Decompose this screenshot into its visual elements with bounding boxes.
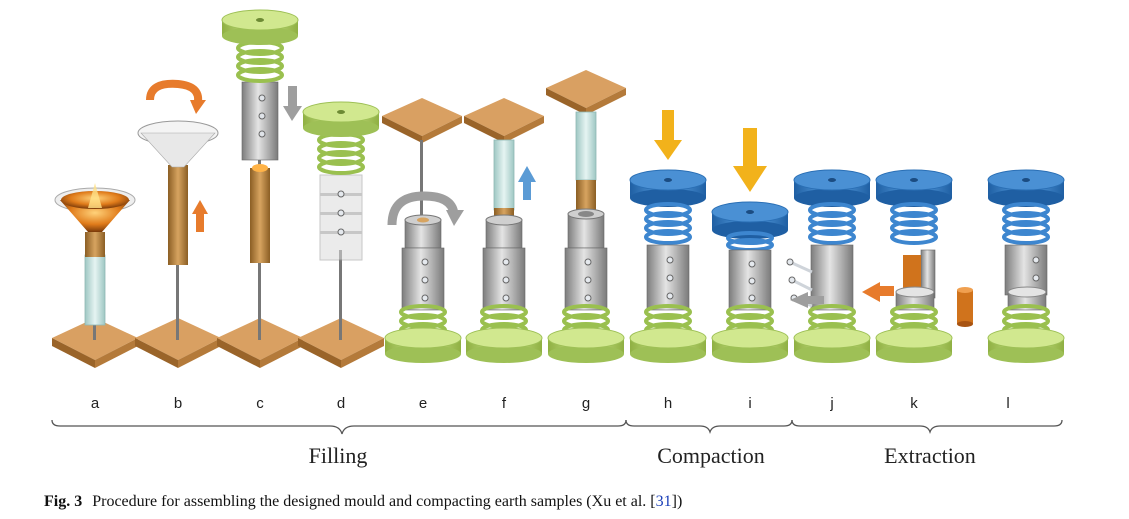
- green-cap: [221, 9, 299, 45]
- down-arrow-icon: [733, 128, 767, 192]
- green-spring: [236, 40, 284, 83]
- green-base: [875, 327, 953, 363]
- soil-fill: [85, 232, 105, 257]
- step-label-b: b: [174, 395, 182, 412]
- green-cap: [302, 101, 380, 137]
- phase-braces: [51, 419, 1063, 435]
- steel-rod: [420, 140, 423, 220]
- extracted-soil-sample: [957, 287, 973, 327]
- up-arrow-icon: [192, 200, 208, 232]
- left-arrow-icon: [790, 292, 824, 308]
- step-c-illustration: [217, 9, 303, 368]
- figure-caption: Fig. 3 Procedure for assembling the desig…: [44, 493, 682, 511]
- caption-text-end: ]): [671, 493, 683, 510]
- blue-spring: [808, 202, 856, 245]
- caption-text: Procedure for assembling the designed mo…: [92, 493, 656, 510]
- steel-rod: [339, 250, 342, 340]
- step-label-j: j: [829, 395, 833, 412]
- step-label-c: c: [256, 395, 264, 412]
- orange-funnel: [60, 200, 130, 232]
- clear-tube: [575, 111, 597, 181]
- phase-label-compaction: Compaction: [657, 443, 765, 468]
- left-arrow-icon: [862, 282, 894, 302]
- blue-spring: [644, 202, 692, 245]
- phase-label-extraction: Extraction: [884, 443, 976, 468]
- green-spring: [890, 304, 938, 338]
- step-g-illustration: [546, 70, 626, 363]
- blue-cap: [793, 169, 871, 207]
- step-k-illustration: [862, 169, 973, 363]
- green-base: [711, 327, 789, 363]
- green-base: [629, 327, 707, 363]
- soil-sample: [576, 180, 596, 210]
- filling-brace: [51, 419, 627, 435]
- step-label-l: l: [1006, 395, 1009, 412]
- rotate-arrow-icon: [146, 79, 203, 103]
- transparent-mould: [319, 174, 363, 261]
- step-h-illustration: [629, 110, 707, 363]
- soil-sample: [903, 255, 921, 295]
- step-d-illustration: [298, 101, 384, 368]
- blue-cap: [629, 169, 707, 207]
- green-spring: [317, 132, 365, 175]
- extraction-brace: [791, 419, 1063, 435]
- green-base: [547, 327, 625, 363]
- phase-label-filling: Filling: [309, 443, 368, 468]
- step-label-f: f: [502, 395, 507, 412]
- rotate-arrow-icon: [387, 191, 459, 226]
- clear-tube: [84, 254, 106, 326]
- step-label-a: a: [91, 395, 100, 412]
- green-base: [987, 327, 1065, 363]
- step-i-illustration: [711, 128, 789, 363]
- down-arrow-icon: [654, 110, 682, 160]
- step-e-illustration: [382, 98, 464, 363]
- step-labels: a b c d e f g h i j k l: [91, 395, 1010, 412]
- soil-tube: [250, 168, 270, 263]
- figure-number: Fig. 3: [44, 493, 83, 510]
- step-label-k: k: [910, 395, 918, 412]
- green-base: [465, 327, 543, 363]
- step-label-g: g: [582, 395, 590, 412]
- down-arrow-icon: [283, 86, 302, 121]
- step-f-illustration: [464, 98, 544, 363]
- step-label-h: h: [664, 395, 672, 412]
- blue-cap: [875, 169, 953, 207]
- blue-cap: [987, 169, 1065, 207]
- steel-mould: [241, 81, 279, 161]
- green-base: [384, 327, 462, 363]
- compaction-brace: [625, 419, 793, 435]
- clear-tube: [493, 139, 515, 211]
- step-l-illustration: [987, 169, 1065, 363]
- step-label-d: d: [337, 395, 345, 412]
- step-b-illustration: [135, 79, 221, 368]
- step-j-illustration: [786, 169, 871, 363]
- wooden-top: [382, 98, 462, 143]
- green-base: [793, 327, 871, 363]
- step-label-e: e: [419, 395, 427, 412]
- soil-tube: [168, 165, 188, 265]
- blue-spring: [890, 202, 938, 245]
- blue-spring: [1002, 202, 1050, 245]
- up-arrow-icon: [518, 166, 536, 200]
- step-label-i: i: [748, 395, 751, 412]
- citation-link[interactable]: 31: [655, 493, 672, 510]
- step-a-illustration: [52, 183, 138, 368]
